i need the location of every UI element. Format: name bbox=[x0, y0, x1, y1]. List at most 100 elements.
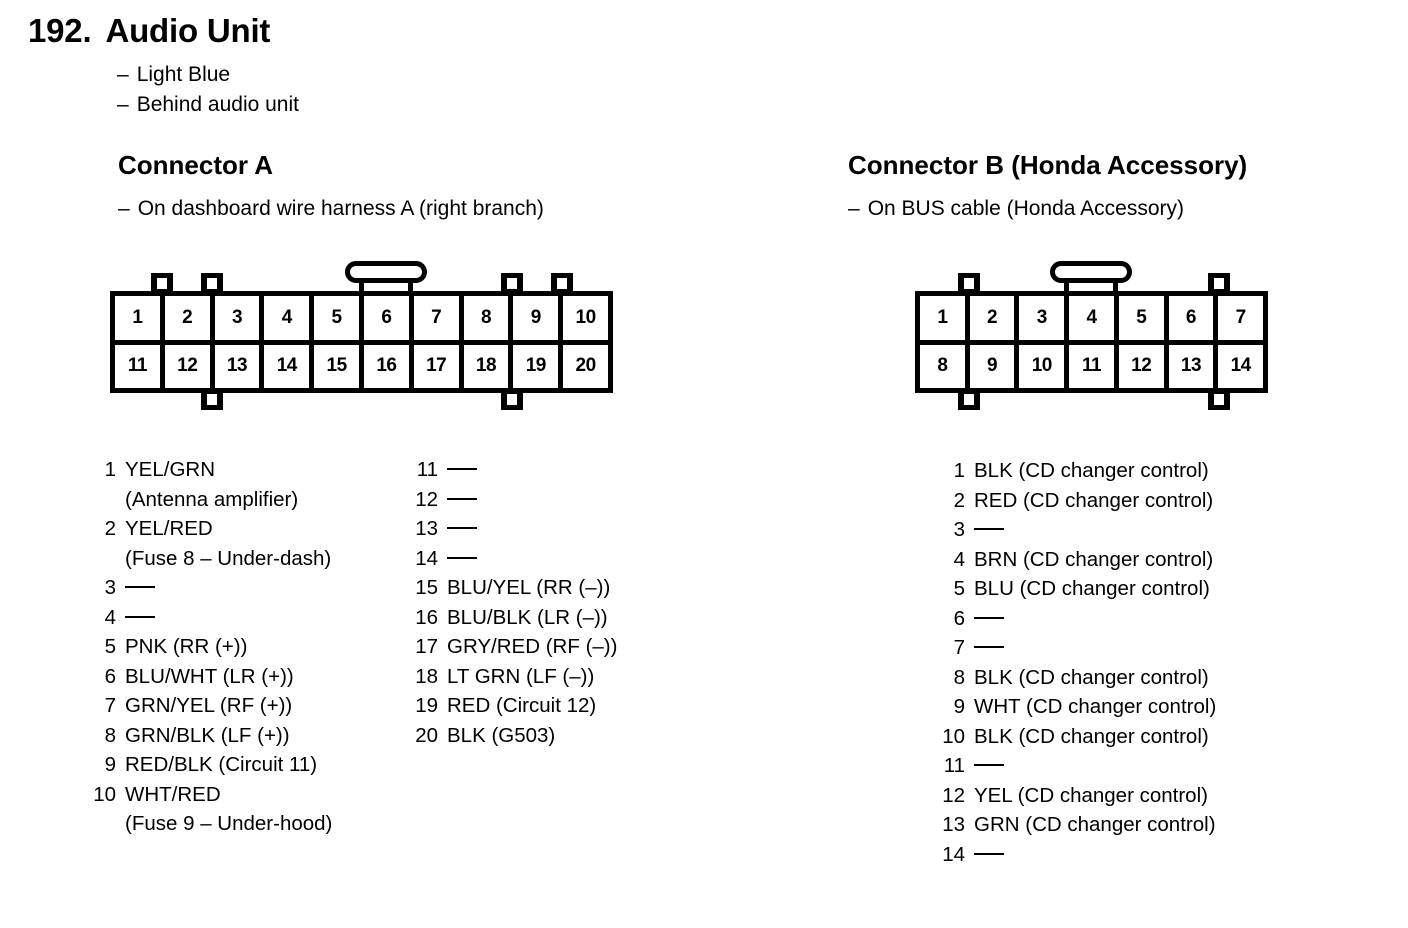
pin-cell: 14 bbox=[1230, 355, 1252, 377]
pin-number: 8 bbox=[104, 723, 116, 747]
pin-label: LT GRN (LF (–)) bbox=[447, 664, 595, 688]
pin-row: 7 bbox=[935, 633, 1216, 663]
pin-number: 6 bbox=[953, 606, 965, 630]
pin-label: YEL/RED bbox=[125, 517, 213, 540]
connector-b-body: 1 2 3 4 5 6 7 8 9 10 11 12 13 14 bbox=[915, 291, 1268, 393]
latch-stem-left bbox=[359, 279, 364, 301]
pin-label: GRY/RED (RF (–)) bbox=[447, 635, 618, 658]
pin-number: 17 bbox=[415, 635, 438, 658]
unused-dash-icon bbox=[447, 527, 477, 529]
connector-a-tab-top-2 bbox=[201, 273, 223, 291]
pin-cell: 8 bbox=[464, 296, 514, 340]
pin-number: 12 bbox=[415, 487, 438, 511]
unused-dash-icon bbox=[974, 616, 1004, 619]
pin-row: 13 bbox=[408, 514, 617, 544]
pin-cell: 18 bbox=[464, 344, 514, 388]
pin-number: 7 bbox=[104, 694, 116, 717]
pin-row: 10 WHT/RED bbox=[86, 780, 332, 810]
pin-cell: 6 bbox=[364, 296, 414, 340]
pin-cell: 7 bbox=[414, 296, 464, 340]
pin-label: BLK (CD changer control) bbox=[974, 665, 1209, 689]
pin-number: 10 bbox=[93, 782, 116, 806]
latch-bar bbox=[345, 261, 427, 283]
pin-number: 11 bbox=[943, 754, 965, 777]
pin-row: 4 bbox=[86, 603, 332, 633]
pin-number: 15 bbox=[415, 576, 438, 599]
pin-number: 2 bbox=[953, 488, 965, 512]
pin-unused-dash bbox=[974, 751, 1216, 781]
pin-label: GRN/BLK (LF (+)) bbox=[125, 723, 290, 747]
connector-a-row-bottom: 11 12 13 14 15 16 17 18 19 20 bbox=[115, 344, 608, 388]
note-text: Behind audio unit bbox=[136, 93, 299, 116]
pin-number: 4 bbox=[104, 605, 116, 629]
pin-row: 18 LT GRN (LF (–)) bbox=[408, 662, 617, 692]
pin-label: RED (Circuit 12) bbox=[447, 694, 597, 717]
latch-bar bbox=[1050, 261, 1132, 283]
pin-number: 6 bbox=[104, 664, 116, 688]
pin-label: BLK (CD changer control) bbox=[974, 459, 1209, 482]
pin-label-continuation: (Fuse 9 – Under-hood) bbox=[125, 812, 333, 835]
connector-b-row-top: 1 2 3 4 5 6 7 bbox=[920, 296, 1263, 345]
pin-unused-dash bbox=[974, 633, 1216, 663]
connector-b-latch bbox=[1050, 261, 1132, 301]
pin-number: 1 bbox=[953, 459, 965, 482]
pin-label: BLK (G503) bbox=[447, 723, 556, 747]
pin-cell: 11 bbox=[1069, 344, 1119, 388]
latch-stem-right bbox=[408, 279, 413, 301]
connector-a-note: –On dashboard wire harness A (right bran… bbox=[118, 197, 544, 221]
pin-number: 9 bbox=[104, 753, 116, 776]
pin-number: 14 bbox=[942, 842, 965, 866]
pin-number: 11 bbox=[416, 458, 438, 481]
pin-cell: 11 bbox=[115, 344, 165, 388]
pin-number: 14 bbox=[415, 546, 438, 570]
pin-cell: 9 bbox=[513, 296, 564, 340]
pin-cell: 15 bbox=[314, 344, 364, 388]
dash-marker: – bbox=[118, 197, 130, 220]
pin-number: 12 bbox=[942, 783, 965, 807]
pin-cell: 10 bbox=[575, 306, 597, 328]
pin-row: 14 bbox=[935, 840, 1216, 870]
pin-cell: 5 bbox=[314, 296, 364, 340]
unused-dash-icon bbox=[125, 586, 155, 588]
pin-cell: 14 bbox=[264, 344, 315, 388]
pin-number: 3 bbox=[104, 576, 116, 599]
pin-cell: 6 bbox=[1169, 296, 1219, 340]
connector-b-tab-top-2 bbox=[1208, 273, 1230, 291]
pin-unused-dash bbox=[974, 604, 1216, 634]
connector-b-row-bottom: 8 9 10 11 12 13 14 bbox=[920, 344, 1263, 388]
pin-unused-dash bbox=[125, 573, 332, 603]
pin-label-continuation: (Fuse 8 – Under-dash) bbox=[125, 546, 332, 570]
pin-unused-dash bbox=[447, 544, 617, 574]
page-number: 192. bbox=[28, 12, 92, 49]
pin-label: WHT/RED bbox=[125, 782, 221, 806]
pin-cell: 1 bbox=[115, 296, 165, 340]
connector-b-tab-bottom-1 bbox=[958, 392, 980, 410]
pin-row: 12 bbox=[408, 485, 617, 515]
pin-label: RED/BLK (Circuit 11) bbox=[125, 753, 318, 776]
pin-cell: 16 bbox=[364, 344, 414, 388]
pin-cell: 19 bbox=[513, 344, 564, 388]
pin-label: BLK (CD changer control) bbox=[974, 724, 1209, 748]
pin-label: RED (CD changer control) bbox=[974, 488, 1214, 512]
latch-stem-left bbox=[1064, 279, 1069, 301]
page-title-text: Audio Unit bbox=[105, 12, 271, 49]
pin-number: 16 bbox=[415, 605, 438, 629]
unused-dash-icon bbox=[125, 615, 155, 618]
pin-label: BLU/YEL (RR (–)) bbox=[447, 576, 611, 599]
pin-number: 9 bbox=[953, 695, 965, 718]
pin-cell: 8 bbox=[920, 344, 970, 388]
pin-cell: 3 bbox=[1019, 296, 1070, 340]
pin-number: 18 bbox=[415, 664, 438, 688]
connector-a-tab-top-1 bbox=[151, 273, 173, 291]
connector-b-tab-top-1 bbox=[958, 273, 980, 291]
note-text: Light Blue bbox=[136, 63, 231, 86]
